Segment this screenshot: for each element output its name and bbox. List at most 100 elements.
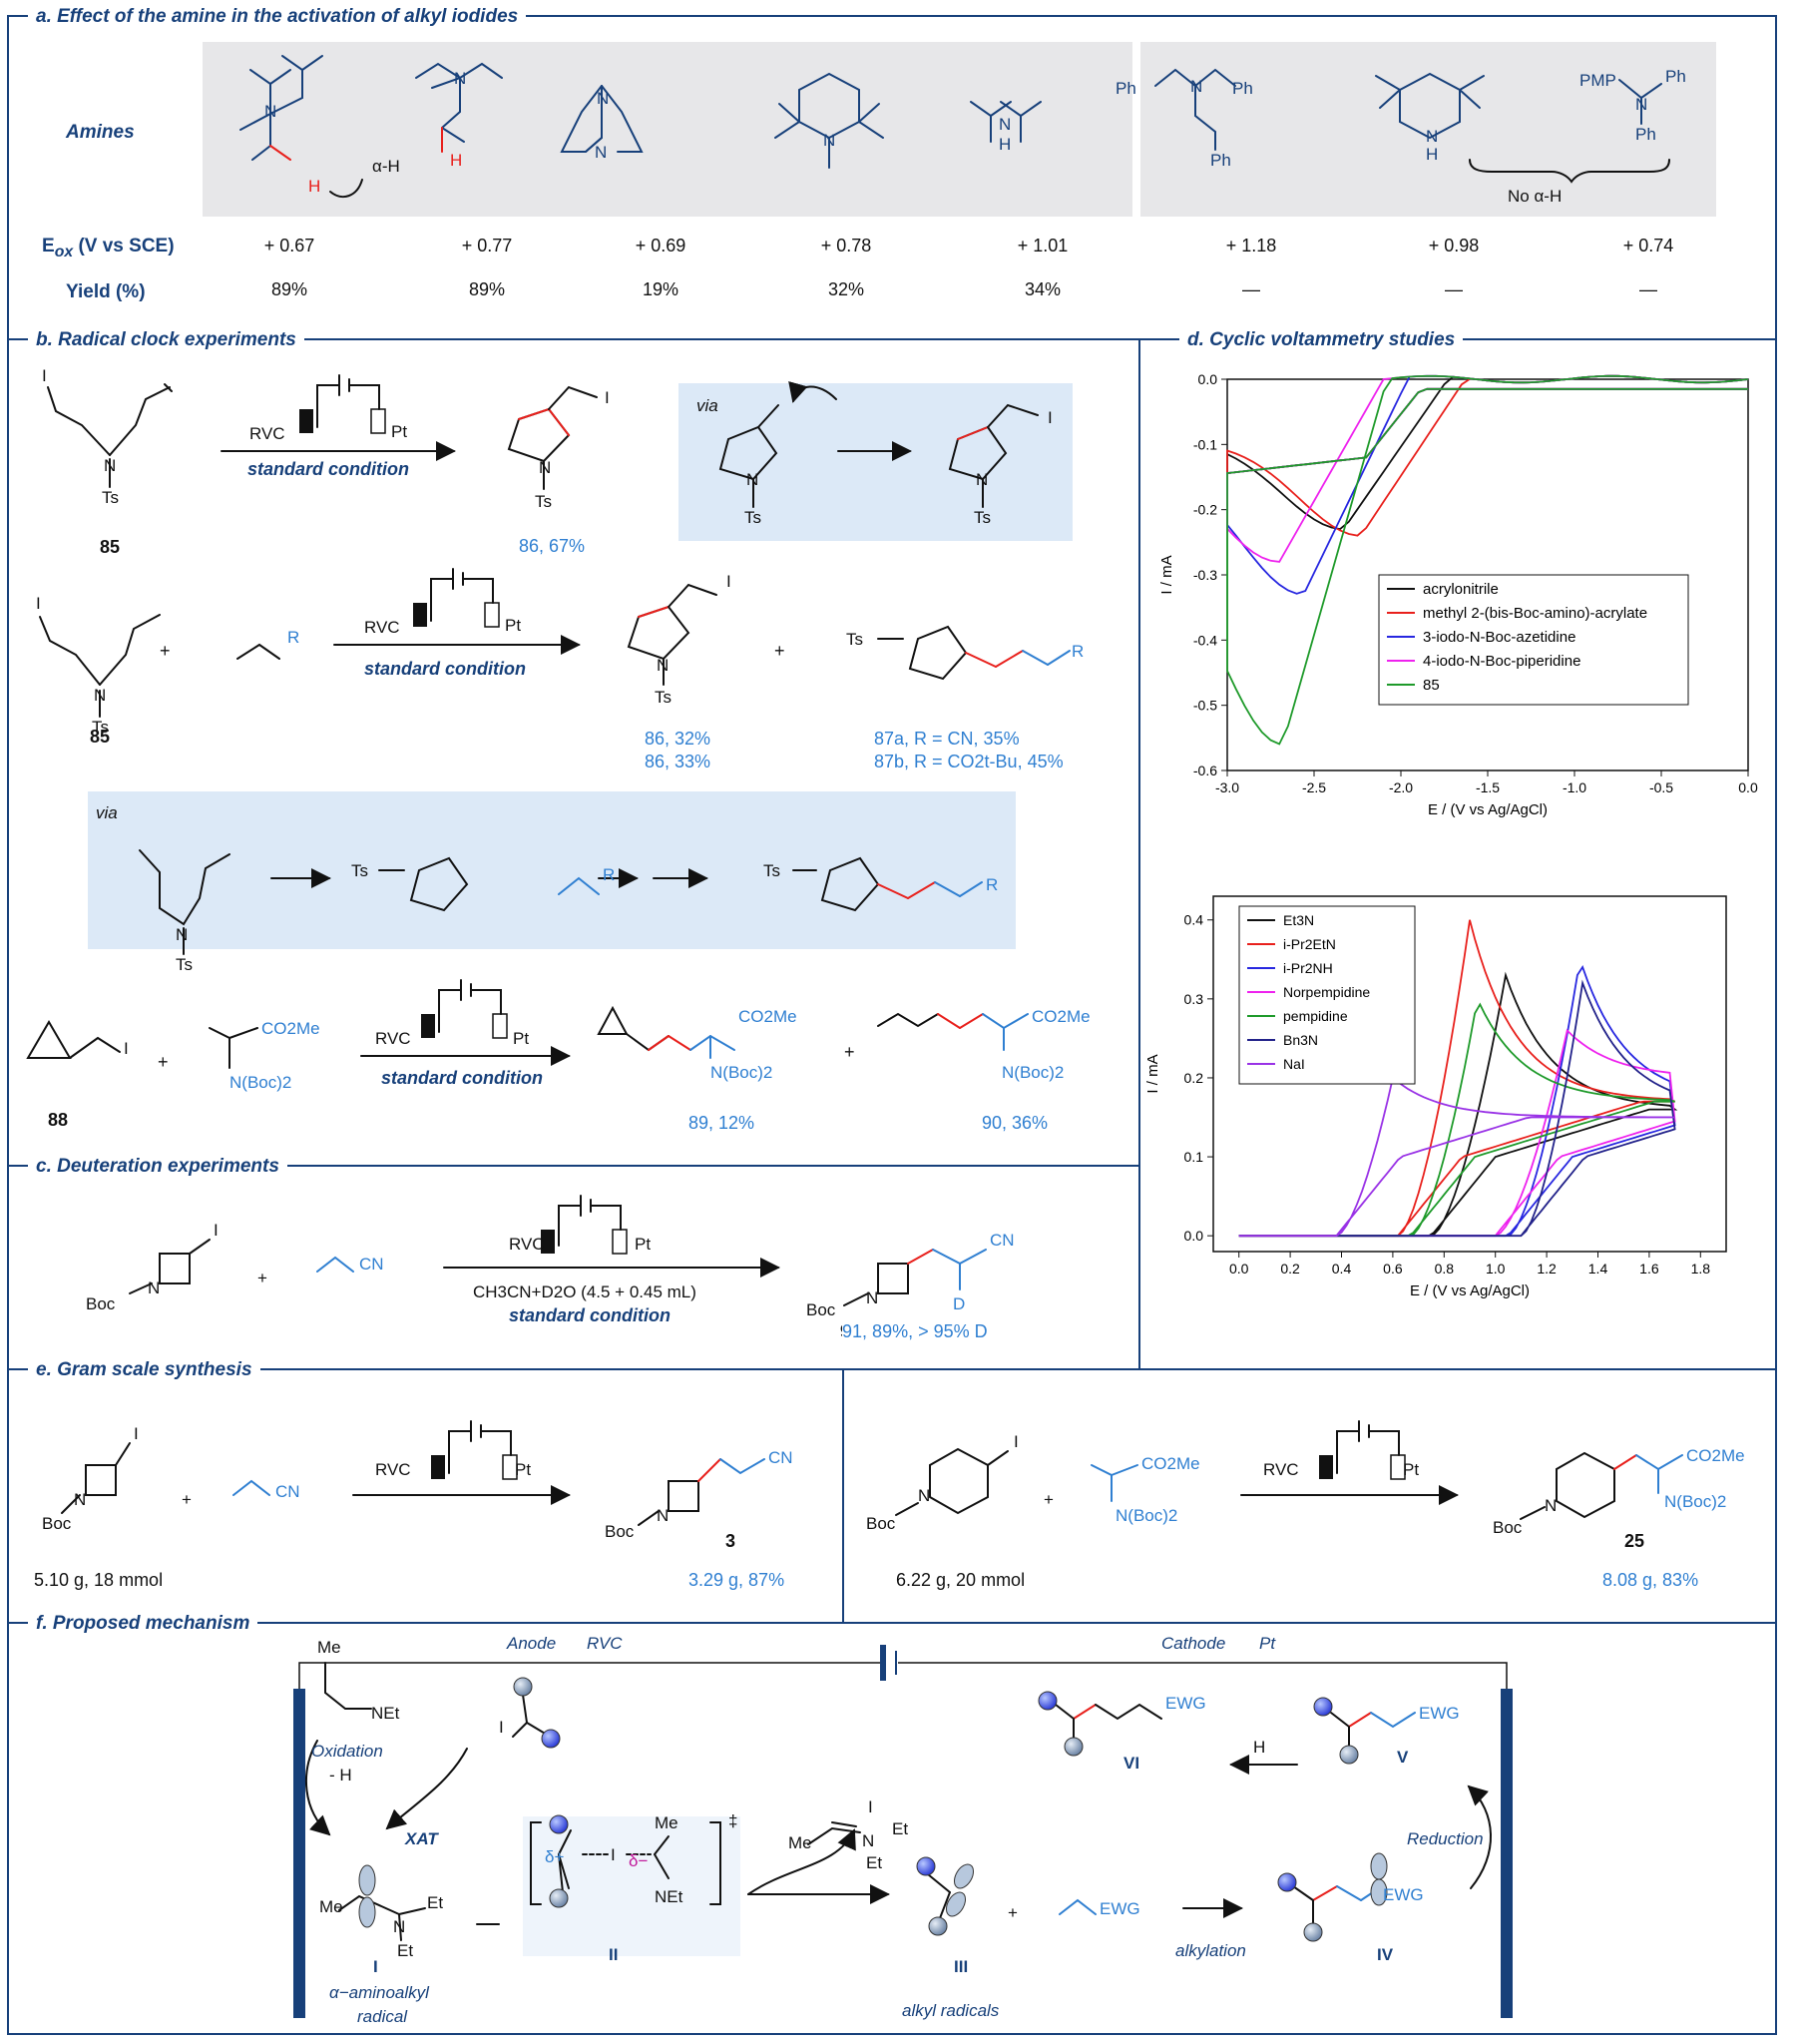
svg-text:+: + [257, 1269, 267, 1287]
product-87a-yield: 87a, R = CN, 35% [874, 729, 1020, 749]
series-line [1238, 979, 1676, 1238]
svg-text:85: 85 [90, 727, 110, 747]
yield-value: — [1445, 279, 1463, 299]
x-tick-label: 1.4 [1588, 1261, 1608, 1277]
svg-text:N: N [104, 456, 116, 475]
svg-text:Boc: Boc [605, 1522, 635, 1541]
svg-text:I: I [373, 1957, 378, 1976]
amines-row-label: Amines [66, 122, 135, 143]
svg-text:Pt: Pt [513, 1029, 529, 1048]
svg-text:via: via [696, 396, 718, 415]
svg-text:Boc: Boc [42, 1514, 72, 1533]
svg-text:D: D [953, 1294, 965, 1313]
x-tick-label: -2.5 [1302, 779, 1326, 795]
y-tick-label: 0.3 [1184, 991, 1204, 1007]
svg-text:N: N [539, 458, 551, 477]
svg-text:RVC: RVC [375, 1029, 411, 1048]
svg-text:CO2Me: CO2Me [1686, 1446, 1745, 1465]
legend-entry: NaI [1283, 1056, 1305, 1072]
yield-value: — [1242, 279, 1260, 299]
series-line [1226, 374, 1749, 531]
svg-text:Pt: Pt [1403, 1460, 1419, 1479]
svg-text:Ts: Ts [92, 718, 109, 737]
amine-structures: N N N N N N H N Ph Ph Ph N H PMP Ph N Ph… [239, 55, 1686, 206]
svg-text:N: N [595, 143, 607, 162]
svg-text:N: N [657, 1506, 669, 1525]
svg-text:via: via [96, 803, 118, 822]
legend: Et3Ni-Pr2EtNi-Pr2NHNorpempidinepempidine… [1238, 905, 1416, 1085]
gram-scale-schemes: N Boc I + RVC Pt N Boc N Boc I + RVC Pt … [42, 1420, 1745, 1551]
svg-text:II: II [609, 1945, 618, 1964]
y-tick-label: 0.4 [1184, 912, 1204, 928]
svg-text:CN: CN [359, 1255, 384, 1274]
svg-text:Boc: Boc [86, 1294, 116, 1313]
svg-text:+: + [158, 1052, 169, 1072]
svg-text:NEt: NEt [655, 1887, 683, 1906]
svg-text:R: R [603, 865, 615, 884]
y-axis-label: I / mA [1158, 555, 1175, 594]
svg-text:3: 3 [725, 1531, 735, 1551]
x-tick-label: 1.0 [1486, 1261, 1506, 1277]
radical-clock-schemes: I N Ts RVC Pt N Ts I I N Ts RVC Pt N Ts … [26, 366, 1091, 1130]
svg-text:Et: Et [866, 1853, 882, 1872]
svg-text:N(Boc)2: N(Boc)2 [710, 1063, 772, 1082]
legend-entry: i-Pr2NH [1283, 960, 1333, 976]
svg-text:88: 88 [48, 1110, 68, 1130]
x-tick-label: 0.0 [1738, 779, 1758, 795]
pempidine-structure [774, 72, 884, 169]
product-86-yield: 86, 67% [519, 536, 586, 556]
svg-text:+: + [182, 1490, 192, 1509]
gram-left-product: 3.29 g, 87% [688, 1570, 785, 1590]
svg-text:RVC: RVC [249, 424, 285, 443]
svg-text:radical: radical [357, 2007, 408, 2026]
product-86a-yield: 86, 32% [645, 729, 711, 749]
svg-text:I: I [868, 1797, 873, 1816]
svg-text:CN: CN [768, 1448, 793, 1467]
eox-value: + 0.67 [263, 236, 315, 256]
legend-entry: acrylonitrile [1423, 581, 1499, 598]
svg-text:EWG: EWG [1100, 1899, 1140, 1918]
legend-entry: Bn3N [1283, 1032, 1318, 1048]
tribenzylamine-structure [1154, 68, 1236, 151]
product-86b-yield: 86, 33% [645, 752, 711, 771]
svg-text:Ts: Ts [763, 861, 780, 880]
svg-text:25: 25 [1624, 1531, 1644, 1551]
legend-entry: 4-iodo-N-Boc-piperidine [1423, 653, 1580, 670]
svg-text:Ts: Ts [655, 688, 672, 707]
y-tick-label: -0.1 [1193, 436, 1217, 452]
svg-text:+: + [774, 641, 785, 661]
eox-value: + 0.69 [635, 236, 686, 256]
svg-text:Pt: Pt [635, 1235, 651, 1254]
svg-text:N: N [1545, 1496, 1557, 1515]
svg-text:RVC: RVC [375, 1460, 411, 1479]
svg-text:N: N [148, 1278, 160, 1297]
svg-text:Boc: Boc [1493, 1518, 1523, 1537]
x-tick-label: 0.2 [1280, 1261, 1300, 1277]
svg-text:standard condition: standard condition [381, 1068, 543, 1088]
svg-text:Pt: Pt [515, 1460, 531, 1479]
svg-text:N: N [1426, 127, 1438, 146]
tmp-structure [1375, 72, 1485, 140]
svg-text:Ph: Ph [1116, 79, 1136, 98]
svg-text:Ph: Ph [1665, 67, 1686, 86]
y-tick-label: -0.6 [1193, 763, 1217, 778]
x-tick-label: 0.6 [1383, 1261, 1403, 1277]
svg-text:Ts: Ts [974, 508, 991, 527]
svg-text:I: I [214, 1221, 219, 1240]
y-tick-label: -0.3 [1193, 567, 1217, 583]
eox-value: + 1.01 [1017, 236, 1069, 256]
product-90-yield: 90, 36% [982, 1113, 1049, 1133]
product-87b-yield: 87b, R = CO2t-Bu, 45% [874, 752, 1064, 771]
svg-text:N(Boc)2: N(Boc)2 [1116, 1506, 1177, 1525]
svg-text:+: + [844, 1042, 855, 1062]
svg-text:Et: Et [427, 1893, 443, 1912]
svg-text:N: N [454, 69, 466, 88]
svg-text:standard condition: standard condition [364, 659, 526, 679]
x-tick-label: -3.0 [1215, 779, 1239, 795]
yield-value: 89% [270, 279, 308, 299]
mechanism-scheme: Me NEt - H I Me N Et Et I Me NEt ‡ Me N … [293, 1634, 1513, 2026]
series-line [1226, 374, 1749, 595]
svg-text:R: R [1072, 642, 1084, 661]
svg-text:CO2Me: CO2Me [1032, 1007, 1091, 1026]
